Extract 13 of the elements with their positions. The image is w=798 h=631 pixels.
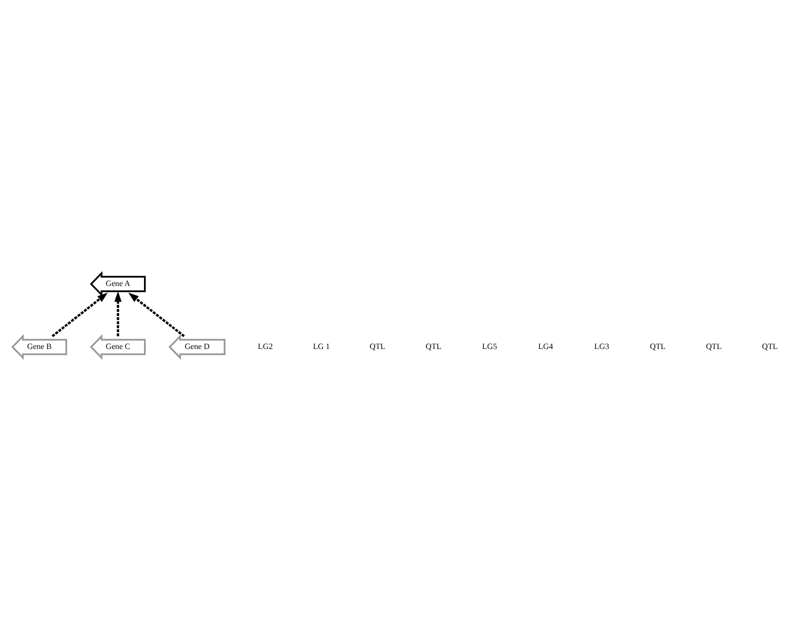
label: LG4 xyxy=(538,342,554,352)
label: QTL xyxy=(650,342,666,352)
label: QTL xyxy=(706,342,722,352)
label: QTL xyxy=(426,342,442,352)
arrow xyxy=(128,292,185,338)
label: LG3 xyxy=(594,342,610,352)
label: LG5 xyxy=(482,342,497,352)
label: LG2 xyxy=(258,342,273,352)
label: QTL xyxy=(762,342,778,352)
label: LG 1 xyxy=(313,342,330,352)
arrow xyxy=(114,291,122,336)
label: QTL xyxy=(370,342,386,352)
arrow xyxy=(52,292,108,338)
